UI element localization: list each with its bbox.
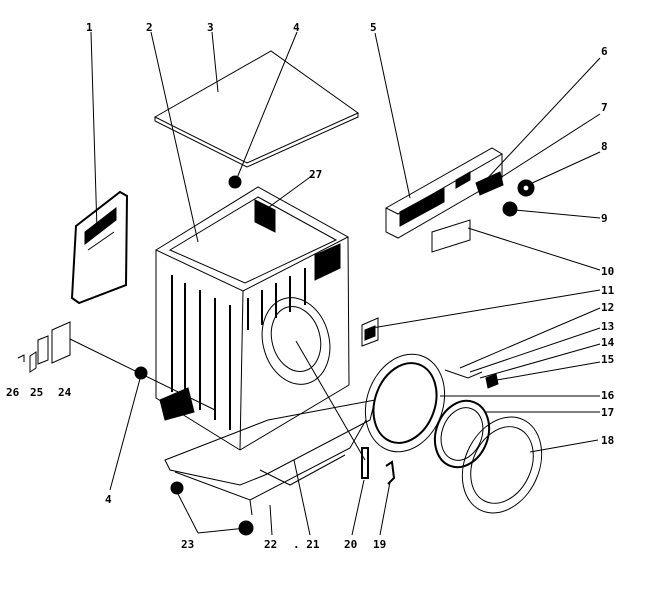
- parts-19-20-latch: [361, 447, 396, 485]
- callout-numbers: 1 2 3 4 5 6 7 8 9 10 11 12 13 14 15 16 1…: [6, 21, 615, 551]
- callout-18: 18: [601, 434, 614, 447]
- part-17-door-glass: [433, 399, 491, 469]
- callout-4-top: 4: [293, 21, 300, 34]
- part-5-control-panel: [384, 147, 503, 239]
- part-18-door-frame: [461, 416, 543, 514]
- callout-25: 25: [30, 386, 43, 399]
- part-16-door-ring: [364, 353, 446, 453]
- callout-13: 13: [601, 320, 614, 333]
- callout-22: 22: [264, 538, 277, 551]
- callout-11: 11: [601, 284, 615, 297]
- part-1-label-sticker: [70, 190, 129, 305]
- callout-15: 15: [601, 353, 614, 366]
- parts-12-15-hinge-hardware: [361, 317, 499, 389]
- part-2-cabinet: [154, 186, 350, 451]
- callout-12: 12: [601, 301, 614, 314]
- callout-8: 8: [601, 140, 608, 153]
- callout-16: 16: [601, 389, 615, 402]
- callout-24: 24: [58, 386, 72, 399]
- callout-5: 5: [370, 21, 377, 34]
- callout-9: 9: [601, 212, 608, 225]
- callout-23: 23: [181, 538, 194, 551]
- callout-26: 26: [6, 386, 20, 399]
- callout-19: 19: [373, 538, 386, 551]
- parts-6-9-knobs: [475, 171, 535, 217]
- callout-4-bottom: 4: [105, 493, 112, 506]
- callout-3: 3: [207, 21, 214, 34]
- callout-10: 10: [601, 265, 614, 278]
- callout-17: 17: [601, 406, 614, 419]
- callout-20: 20: [344, 538, 357, 551]
- callout-2: 2: [146, 21, 153, 34]
- callout-21: . 21: [293, 538, 320, 551]
- part-21-22-base-frame: [164, 399, 376, 516]
- part-3-top-panel: [153, 50, 359, 168]
- parts-24-26-bracket: [17, 321, 71, 373]
- callout-27: 27: [309, 168, 322, 181]
- callout-14: 14: [601, 336, 615, 349]
- callout-1: 1: [86, 21, 93, 34]
- part-23-feet: [170, 481, 254, 536]
- callout-7: 7: [601, 101, 608, 114]
- part-10-drawer-front: [431, 219, 471, 253]
- leader-lines: [69, 31, 601, 536]
- part-11-door-seal: [261, 297, 331, 385]
- callout-6: 6: [601, 45, 608, 58]
- part-4-grommet: [134, 175, 242, 380]
